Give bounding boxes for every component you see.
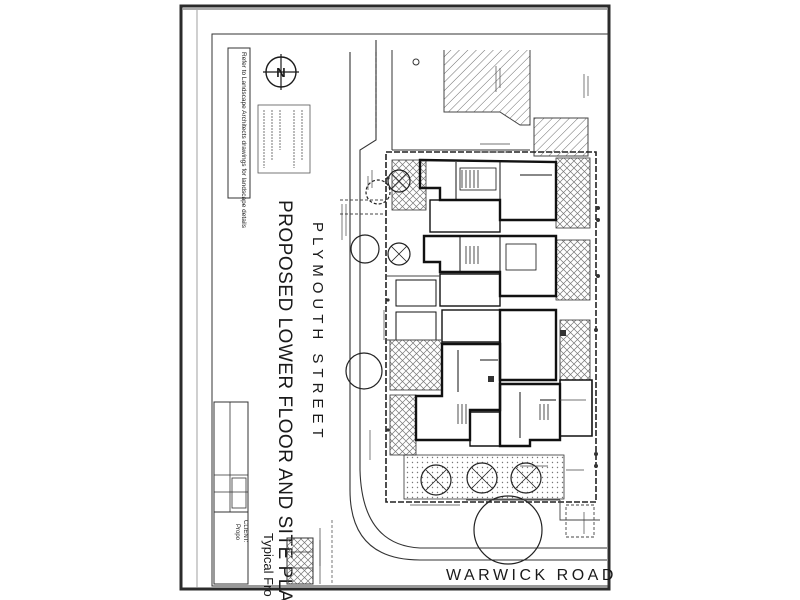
typical-frontage-caption: Typical Fro: [261, 533, 276, 597]
paths: [340, 199, 600, 538]
north-arrow-icon: N: [263, 54, 299, 90]
street-name-south: WARWICK ROAD: [446, 567, 617, 584]
notes-block: [257, 104, 311, 174]
trees: [345, 169, 543, 565]
landscape-note: Refer to Landscape Architects drawings f…: [240, 52, 247, 229]
typical-frontage-detail: [286, 520, 333, 585]
street-boundaries: [349, 40, 607, 561]
title-block-client: CLIENT:: [242, 520, 248, 543]
north-label: N: [276, 65, 285, 80]
plan-annotations: [319, 66, 589, 566]
landscape-zones: [389, 157, 591, 500]
inner-border: [211, 33, 609, 587]
unit-footprints: [395, 158, 593, 448]
landscape-note-box: [227, 47, 251, 199]
site-fixtures: [386, 176, 600, 468]
neighbour-lots: [391, 50, 589, 157]
drawing-title: PROPOSED LOWER FLOOR AND SITE PLAN: [274, 200, 295, 600]
street-name-west: PLYMOUTH STREET: [309, 222, 326, 443]
title-block: CLIENT: Propo: [213, 401, 249, 585]
stairs: [457, 170, 549, 424]
title-block-project: Propo: [234, 524, 240, 541]
